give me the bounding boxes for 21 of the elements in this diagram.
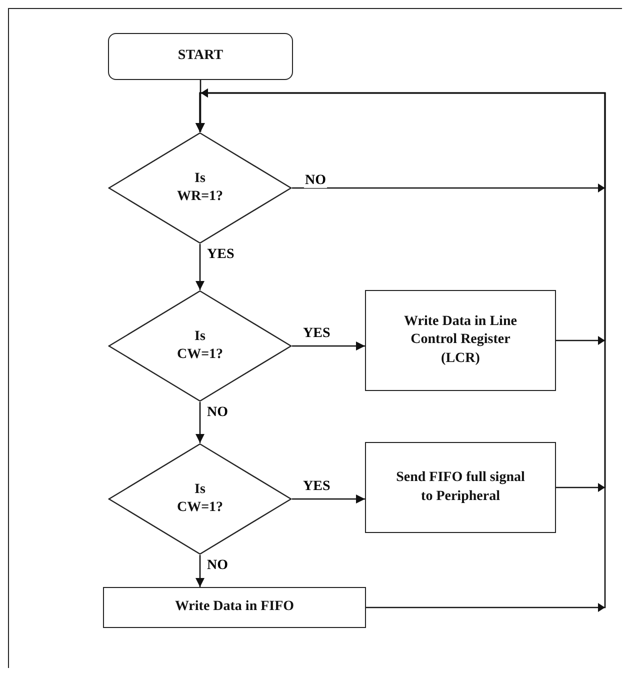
- node-text: Write Data in FIFO: [174, 598, 294, 616]
- arrow: [196, 244, 204, 290]
- process-box: [365, 442, 556, 533]
- arrow: [292, 342, 365, 350]
- terminal-box: [108, 33, 293, 80]
- process-box: [103, 587, 366, 628]
- process-box: [365, 290, 556, 391]
- edge-label: NO: [304, 174, 327, 188]
- decision-diamond: [108, 443, 292, 555]
- node-text: Write Data in Line Control Register (LCR): [403, 313, 518, 368]
- decision-text: Is WR=1?: [176, 170, 224, 206]
- arrow: [196, 88, 606, 612]
- decision-text: Is CW=1?: [176, 480, 224, 517]
- decision-diamond: [108, 132, 292, 244]
- arrow: [196, 555, 204, 587]
- arrow: [292, 494, 365, 504]
- node-text: START: [178, 47, 224, 66]
- arrow: [196, 402, 204, 443]
- decision-diamond: [108, 290, 292, 402]
- decision-text: Is CW=1?: [176, 328, 224, 364]
- node-text: Send FIFO full signal to Peripheral: [395, 469, 526, 506]
